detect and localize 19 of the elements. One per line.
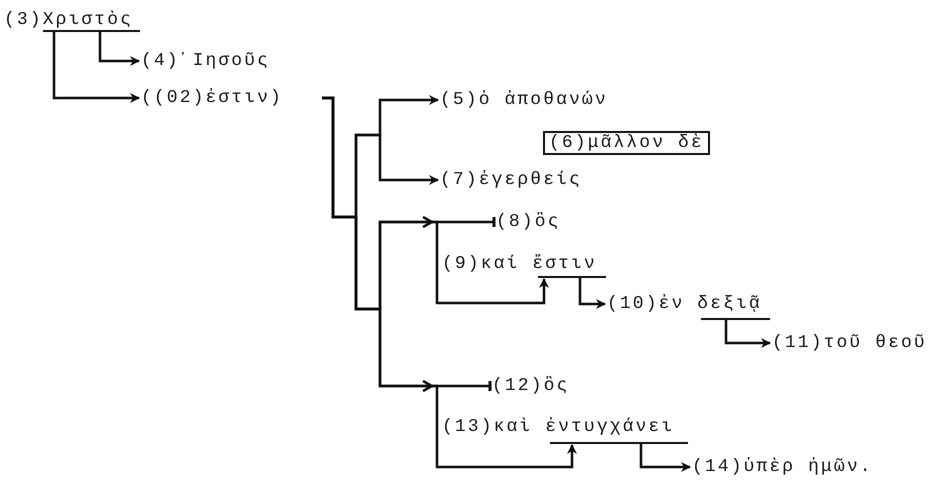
greek-phrase: ((02)ἐστιν) [141,88,283,108]
greek-phrase: (10)ἐν δεξιᾷ [607,294,762,314]
arrow [724,319,771,348]
boxed-phrase: (6)μᾶλλον δὲ [543,131,710,155]
greek-phrase: (14)ὑπὲρ ἡμῶν. [692,457,873,477]
greek-phrase: (7)ἐγερθείς [440,170,582,190]
greek-phrase: (13)καὶ ἐντυγχάνει [442,417,674,437]
greek-phrase: (3)Χριστὸς [4,10,134,30]
greek-phrase: (8)ὃς [496,212,561,232]
greek-phrase: (9)καί ἔστιν [442,254,597,274]
arrow [640,443,691,472]
arrow [52,31,140,103]
greek-phrase: (4)᾿Ιησοῦς [141,51,270,71]
greek-phrase: (11)τοῦ θεοῦ [772,333,927,353]
greek-phrase: (12)ὃς [492,376,570,396]
arrow [98,31,140,66]
arrow [322,96,577,468]
greek-phrase: (5)ὁ ἀποθανών [440,90,608,110]
arrow [578,277,606,309]
